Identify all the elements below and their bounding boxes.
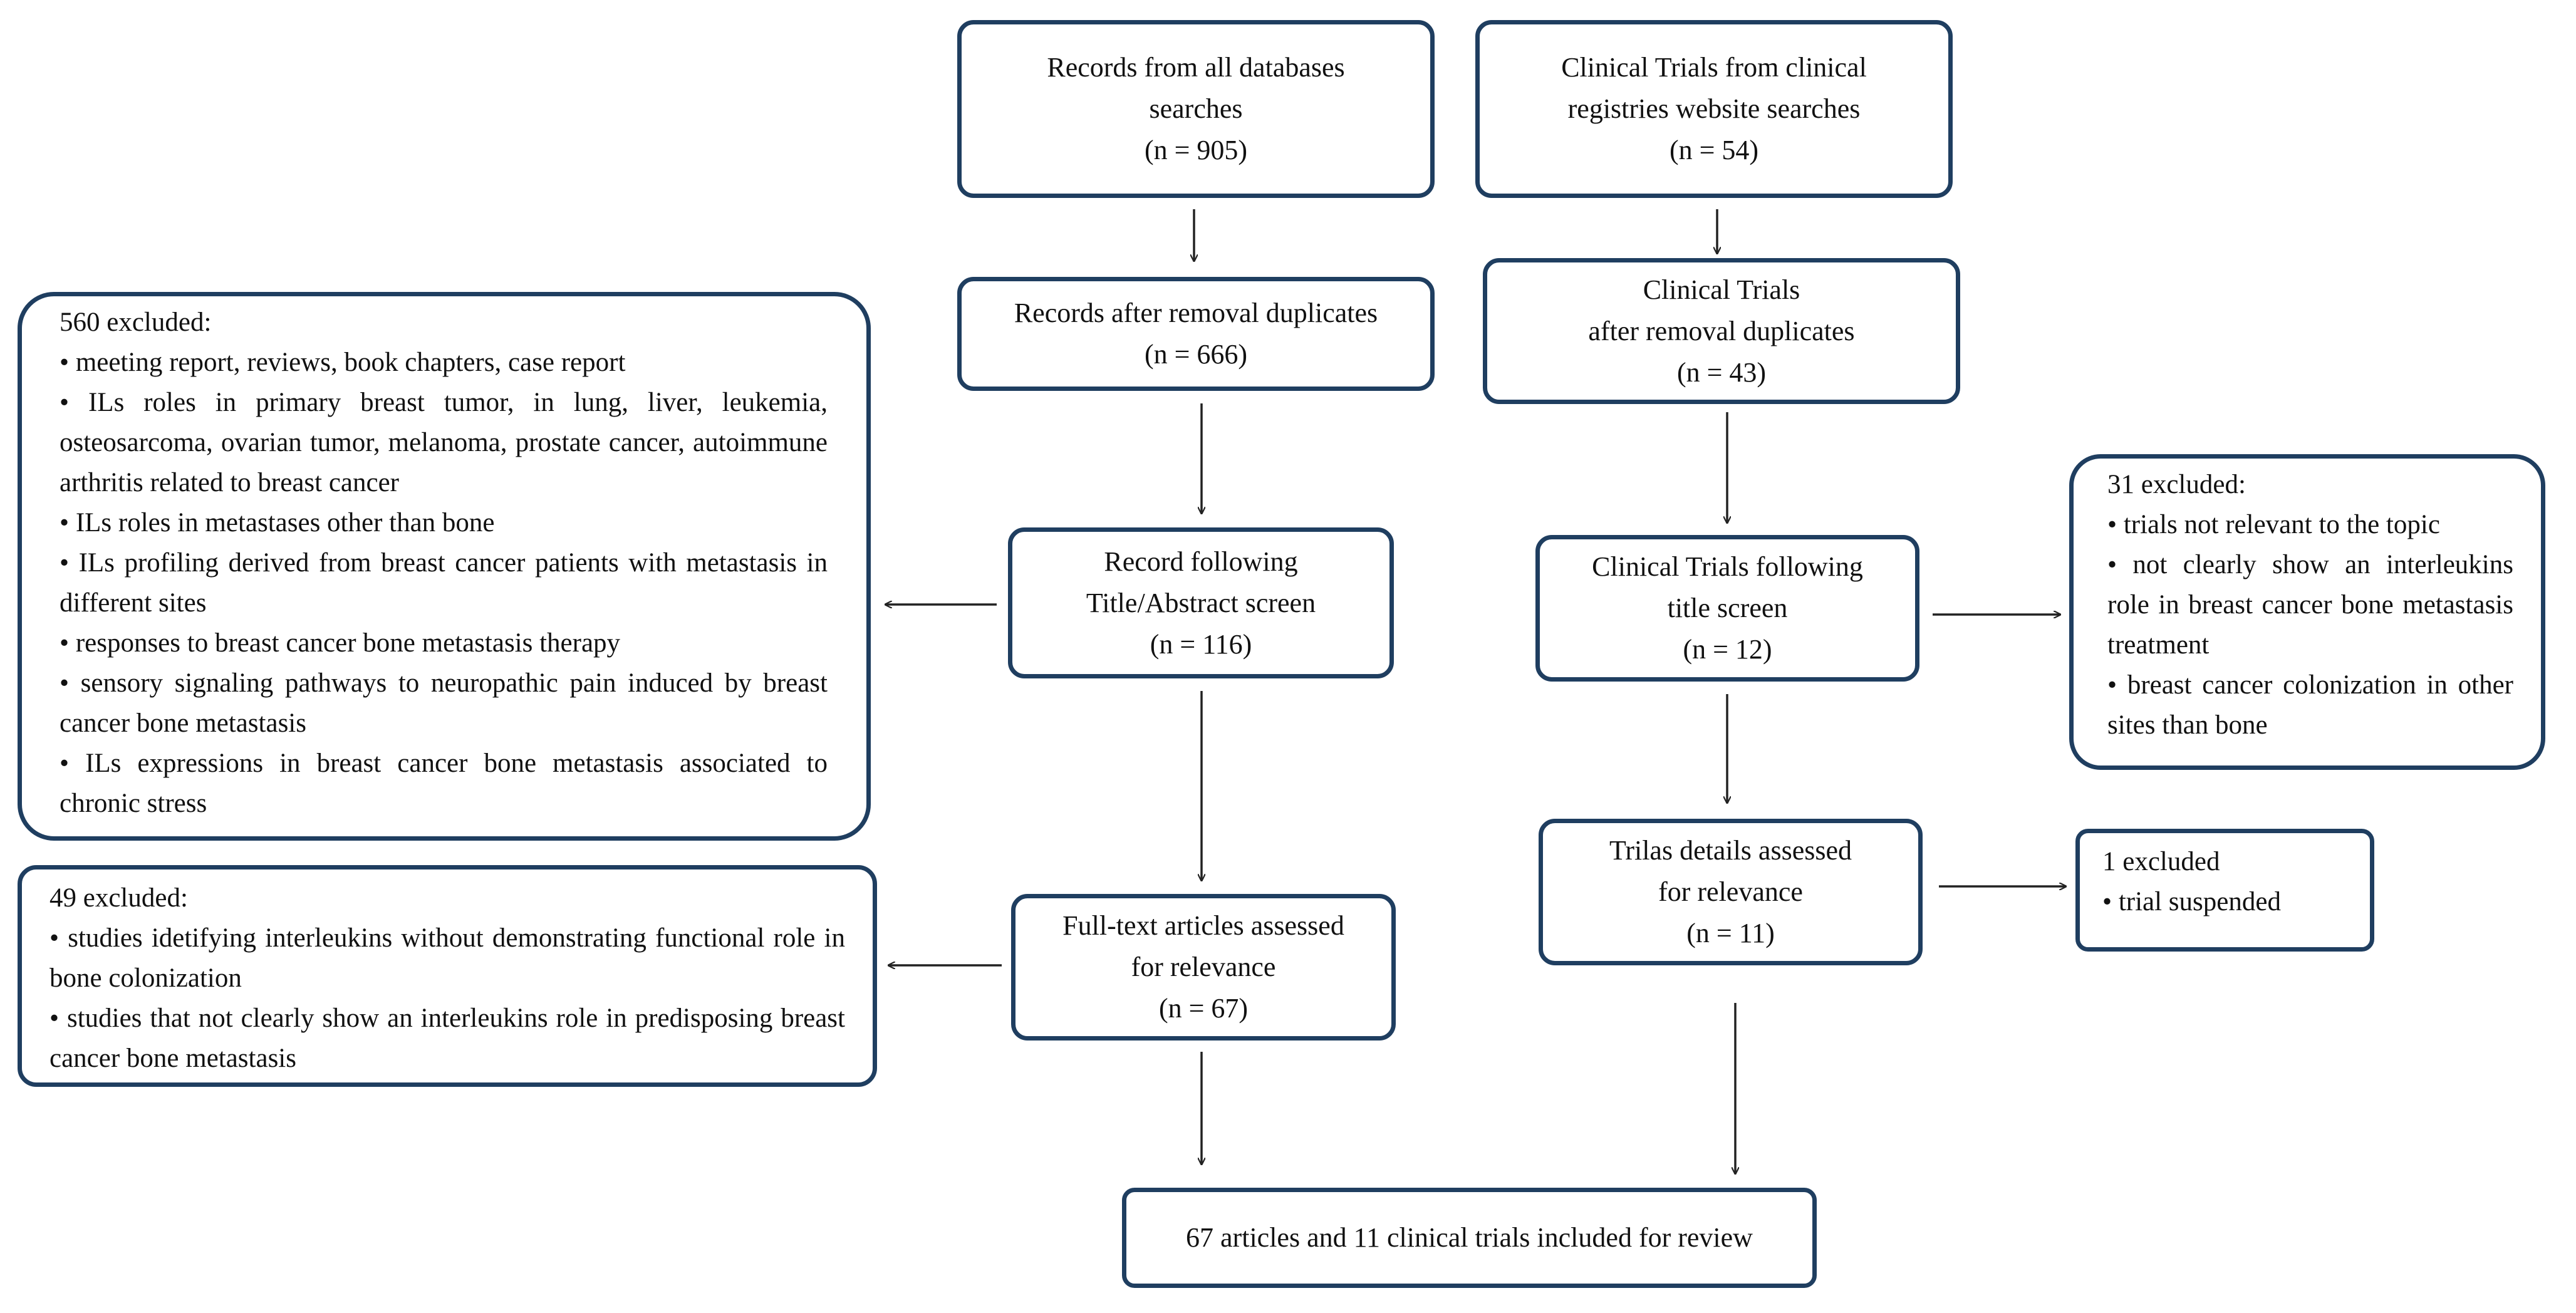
final-included-label: 67 articles and 11 clinical trials inclu… xyxy=(1186,1222,1753,1253)
box-line: after removal duplicates xyxy=(1588,315,1855,346)
box-line: Clinical Trials following xyxy=(1592,551,1863,582)
trial-details-assessed-box: Trilas details assessed for relevance (n… xyxy=(1539,819,1923,965)
exclusion-reason: sensory signaling pathways to neuropathi… xyxy=(60,663,828,744)
exclusion-reason: trials not relevant to the topic xyxy=(2107,505,2513,545)
box-line: searches xyxy=(1149,93,1243,124)
box-line: for relevance xyxy=(1658,876,1803,907)
excluded-1-box: 1 excluded trial suspended xyxy=(2075,829,2374,952)
box-line: (n = 116) xyxy=(1150,628,1252,660)
box-line: (n = 905) xyxy=(1144,135,1248,165)
records-after-dedup-box: Records after removal duplicates (n = 66… xyxy=(957,277,1435,391)
clinical-trials-after-dedup-box: Clinical Trials after removal duplicates… xyxy=(1483,258,1960,404)
fulltext-assessed-box: Full-text articles assessed for relevanc… xyxy=(1011,894,1396,1041)
box-line: (n = 666) xyxy=(1144,339,1248,370)
box-line: title screen xyxy=(1667,593,1788,623)
records-all-databases-box: Records from all databases searches (n =… xyxy=(957,20,1435,198)
box-line: Record following xyxy=(1104,546,1298,577)
excluded-31-box: 31 excluded: trials not relevant to the … xyxy=(2069,454,2545,770)
exclusion-reason: breast cancer colonization in other site… xyxy=(2107,665,2513,745)
excluded-49-box: 49 excluded: studies idetifying interleu… xyxy=(18,865,877,1087)
box-line: (n = 11) xyxy=(1686,918,1775,948)
exclusion-reason: studies that not clearly show an interle… xyxy=(49,999,845,1079)
box-line: for relevance xyxy=(1131,952,1276,982)
exclusion-reason: ILs expressions in breast cancer bone me… xyxy=(60,744,828,824)
box-line: Records after removal duplicates xyxy=(1014,298,1378,328)
excluded-560-title: 560 excluded: xyxy=(60,308,212,337)
clinical-trials-title-screen-box: Clinical Trials following title screen (… xyxy=(1535,535,1919,682)
box-line: (n = 67) xyxy=(1158,993,1249,1024)
excluded-31-title: 31 excluded: xyxy=(2107,470,2246,499)
box-line: registries website searches xyxy=(1567,93,1861,124)
exclusion-reason: studies idetifying interleukins without … xyxy=(49,918,845,999)
clinical-trials-registries-box: Clinical Trials from clinical registries… xyxy=(1475,20,1953,198)
records-title-abstract-screen-box: Record following Title/Abstract screen (… xyxy=(1008,527,1394,678)
exclusion-reason: not clearly show an interleukins role in… xyxy=(2107,545,2513,665)
exclusion-reason: trial suspended xyxy=(2102,882,2351,922)
box-line: (n = 54) xyxy=(1669,135,1759,165)
exclusion-reason: meeting report, reviews, book chapters, … xyxy=(60,343,828,383)
box-line: Clinical Trials from clinical xyxy=(1561,52,1867,83)
exclusion-reason: ILs roles in primary breast tumor, in lu… xyxy=(60,383,828,503)
excluded-560-box: 560 excluded: meeting report, reviews, b… xyxy=(18,292,871,841)
exclusion-reason: responses to breast cancer bone metastas… xyxy=(60,623,828,663)
excluded-49-title: 49 excluded: xyxy=(49,883,188,913)
box-line: Trilas details assessed xyxy=(1609,835,1852,866)
box-line: (n = 12) xyxy=(1683,634,1772,665)
box-line: Full-text articles assessed xyxy=(1062,910,1344,941)
exclusion-reason: ILs roles in metastases other than bone xyxy=(60,503,828,543)
box-line: Clinical Trials xyxy=(1643,274,1800,305)
box-line: Records from all databases xyxy=(1047,52,1345,83)
exclusion-reason: ILs profiling derived from breast cancer… xyxy=(60,543,828,623)
box-line: Title/Abstract screen xyxy=(1086,587,1316,618)
final-included-box: 67 articles and 11 clinical trials inclu… xyxy=(1122,1188,1817,1288)
box-line: (n = 43) xyxy=(1676,356,1767,388)
excluded-1-title: 1 excluded xyxy=(2102,847,2220,876)
